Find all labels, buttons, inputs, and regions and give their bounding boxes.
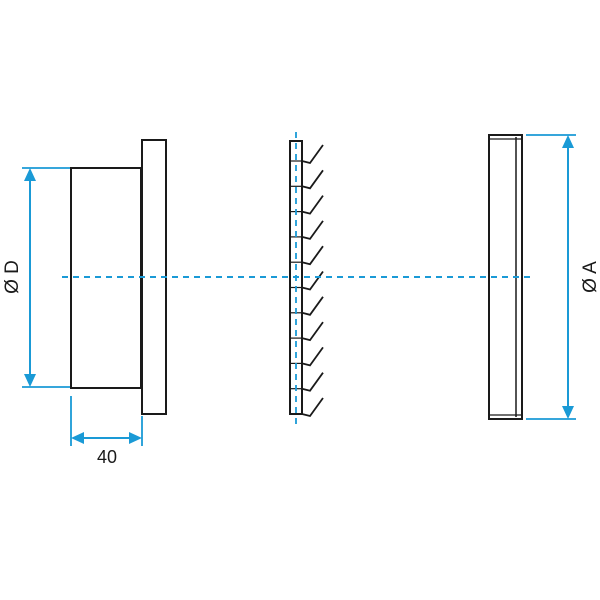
dimension-diameter-a: Ø A	[526, 134, 600, 420]
louver-blade	[301, 245, 324, 266]
louver-grille-part	[289, 140, 324, 418]
louver-blade	[301, 397, 324, 418]
louver-blade	[301, 220, 324, 240]
louver-blade	[301, 321, 324, 342]
louver-blade	[301, 296, 324, 316]
dimension-depth-40: 40	[70, 396, 143, 467]
louver-blade	[301, 346, 324, 367]
louver-blade	[301, 144, 324, 165]
louver-blade	[301, 372, 324, 392]
louver-blade	[301, 169, 324, 190]
label-depth: 40	[97, 447, 117, 467]
label-diameter-d: Ø D	[2, 260, 23, 294]
label-diameter-a: Ø A	[580, 261, 600, 293]
dimension-diameter-d: Ø D	[2, 167, 70, 388]
louver-blade	[301, 270, 324, 291]
louver-blades	[290, 144, 324, 418]
louver-blade	[301, 195, 324, 215]
